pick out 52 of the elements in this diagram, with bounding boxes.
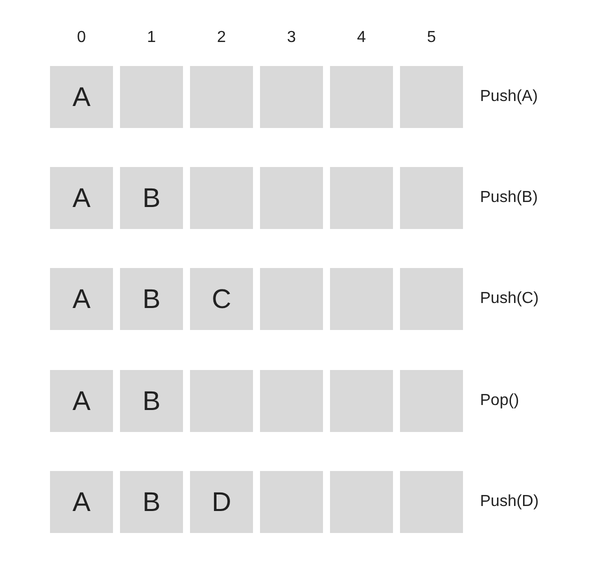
cell-value: A	[72, 184, 90, 212]
array-cell	[50, 167, 113, 229]
cell-value: A	[72, 488, 90, 516]
empty-array-cell	[190, 370, 253, 432]
array-cell	[190, 268, 253, 330]
empty-array-cell	[330, 471, 393, 533]
empty-array-cell	[400, 66, 463, 128]
empty-array-cell	[260, 167, 323, 229]
empty-array-cell	[260, 370, 323, 432]
array-cell	[120, 370, 183, 432]
cell-value: D	[212, 488, 232, 516]
cell-value: B	[142, 184, 160, 212]
operation-label: Push(A)	[480, 87, 538, 107]
index-label: 3	[286, 28, 297, 48]
array-cell	[190, 471, 253, 533]
index-label: 5	[426, 28, 437, 48]
empty-array-cell	[120, 66, 183, 128]
array-cell	[120, 471, 183, 533]
operation-label: Push(D)	[480, 492, 539, 512]
array-cell	[120, 167, 183, 229]
cell-value: C	[212, 286, 232, 312]
index-label: 0	[76, 28, 87, 48]
empty-array-cell	[400, 268, 463, 330]
empty-array-cell	[330, 66, 393, 128]
cell-value: A	[72, 388, 90, 414]
empty-array-cell	[330, 167, 393, 229]
empty-array-cell	[400, 167, 463, 229]
index-label: 2	[216, 28, 227, 48]
operation-label: Push(B)	[480, 188, 538, 208]
empty-array-cell	[330, 370, 393, 432]
empty-array-cell	[260, 471, 323, 533]
array-cell	[50, 268, 113, 330]
operation-label: Pop()	[480, 391, 520, 411]
empty-array-cell	[190, 66, 253, 128]
array-cell	[50, 370, 113, 432]
array-cell	[50, 471, 113, 533]
array-cell	[50, 66, 113, 128]
cell-value: B	[142, 388, 160, 414]
cell-value: B	[142, 286, 160, 312]
operation-label: Push(C)	[480, 289, 539, 309]
empty-array-cell	[260, 268, 323, 330]
cell-value: A	[72, 286, 90, 312]
empty-array-cell	[400, 471, 463, 533]
cell-value: B	[142, 488, 160, 516]
cell-value: A	[72, 84, 90, 110]
index-label: 4	[356, 28, 367, 48]
array-cell	[120, 268, 183, 330]
empty-array-cell	[330, 268, 393, 330]
empty-array-cell	[400, 370, 463, 432]
empty-array-cell	[260, 66, 323, 128]
empty-array-cell	[190, 167, 253, 229]
index-label: 1	[146, 28, 157, 48]
